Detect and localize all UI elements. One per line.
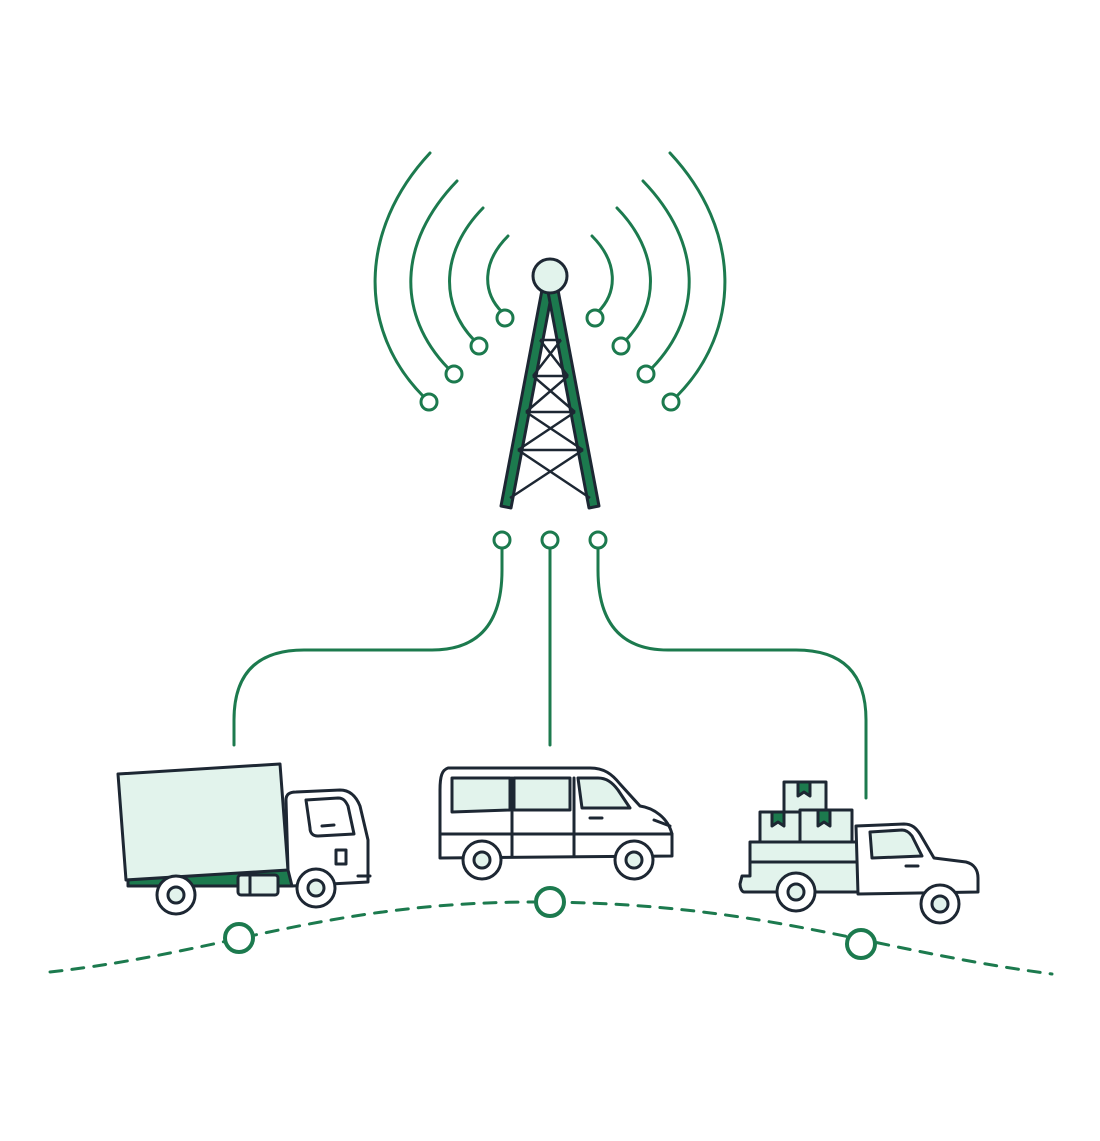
box-truck-icon	[116, 762, 372, 916]
connection-node-icon	[661, 392, 681, 412]
signal-wave-icon	[373, 151, 432, 398]
truck-cargo-box	[116, 762, 290, 882]
connection-node-icon	[611, 336, 631, 356]
signal-wave-icon	[615, 206, 652, 342]
cargo-van-icon	[438, 766, 674, 881]
route-stop	[845, 928, 877, 960]
package-box-icon	[758, 810, 802, 846]
connection-node-icon	[444, 364, 464, 384]
tower-connections	[232, 530, 868, 800]
connection-node-icon	[585, 308, 605, 328]
connection-line-left	[232, 546, 504, 747]
truck-wheel	[295, 867, 337, 909]
route-stop	[223, 922, 255, 954]
connection-node-icon	[495, 308, 515, 328]
van-wheel	[613, 839, 655, 881]
signal-wave-icon	[641, 179, 691, 370]
connection-node-icon	[469, 336, 489, 356]
van-rear-window	[450, 776, 512, 814]
pickup-wheel	[775, 871, 817, 913]
connection-node-icon	[636, 364, 656, 384]
van-wheel	[461, 839, 503, 881]
cell-tower-icon	[499, 257, 601, 510]
connection-node-icon	[540, 530, 560, 550]
dashed-route-icon	[48, 886, 1054, 976]
route-stop	[534, 886, 566, 918]
connection-node-icon	[588, 530, 608, 550]
van-side-window	[512, 776, 572, 812]
van-front-window	[576, 776, 632, 810]
truck-fuel-tank	[236, 873, 280, 897]
signal-wave-icon	[448, 206, 485, 342]
antenna-ball	[531, 257, 569, 295]
signal-wave-icon	[590, 234, 614, 314]
signal-wave-icon	[486, 234, 510, 314]
package-box-icon	[782, 780, 828, 814]
signal-wave-icon	[409, 179, 459, 370]
pickup-truck-icon	[738, 780, 980, 925]
pickup-window	[868, 828, 924, 860]
pickup-wheel	[919, 883, 961, 925]
package-box-icon	[798, 808, 854, 846]
signal-waves-left	[373, 151, 515, 412]
signal-wave-icon	[668, 151, 727, 398]
connection-node-icon	[492, 530, 512, 550]
connection-line-right	[596, 546, 868, 800]
truck-window	[304, 796, 356, 838]
tower-lattice	[509, 338, 591, 500]
truck-wheel	[155, 874, 197, 916]
connection-node-icon	[419, 392, 439, 412]
signal-waves-right	[585, 151, 727, 412]
